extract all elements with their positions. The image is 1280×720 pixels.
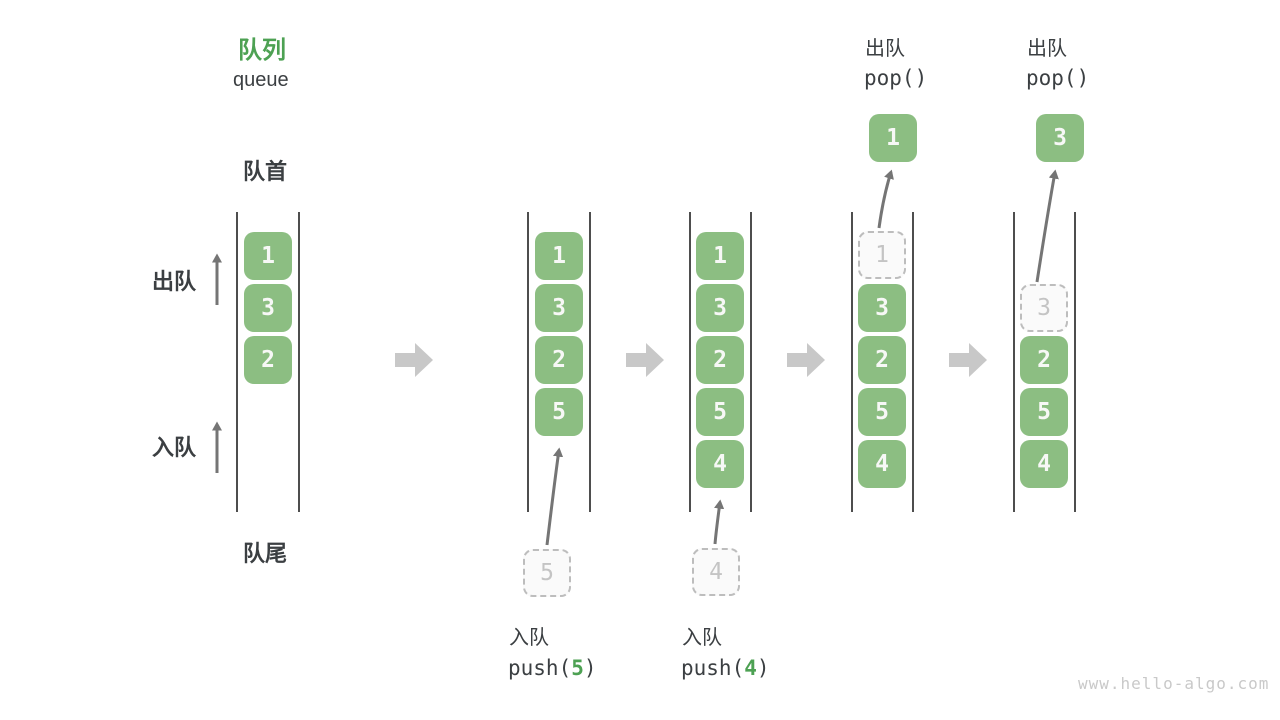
ghost-cell: 1 <box>858 231 906 279</box>
staging-cell: 5 <box>523 549 571 597</box>
queue-cell: 1 <box>696 232 744 280</box>
queue-cell: 3 <box>696 284 744 332</box>
queue-cell: 2 <box>535 336 583 384</box>
label-enqueue-op: 入队 <box>682 627 722 649</box>
code-pop-3: pop() <box>1026 66 1090 90</box>
queue-wall <box>689 212 691 512</box>
watermark: www.hello-algo.com <box>1078 674 1270 693</box>
code-push-arg: 4 <box>744 656 757 680</box>
label-enqueue-side: 入队 <box>152 435 197 460</box>
code-push-fn: push( <box>508 656 572 680</box>
queue-cell: 1 <box>535 232 583 280</box>
push-arrow-icon <box>545 447 564 546</box>
queue-cell: 5 <box>1020 388 1068 436</box>
queue-wall <box>851 212 853 512</box>
queue-cell: 3 <box>535 284 583 332</box>
label-dequeue-op: 出队 <box>1027 38 1067 60</box>
code-push-close: ) <box>756 656 770 680</box>
push-arrow-icon <box>713 499 725 545</box>
queue-cell: 5 <box>535 388 583 436</box>
ghost-cell: 3 <box>1020 284 1068 332</box>
label-dequeue-op: 出队 <box>865 38 905 60</box>
code-pop-1: pop() <box>864 66 928 90</box>
queue-wall <box>1013 212 1015 512</box>
queue-wall <box>236 212 238 512</box>
queue-cell: 2 <box>244 336 292 384</box>
code-push-arg: 5 <box>571 656 584 680</box>
label-enqueue-op: 入队 <box>509 627 549 649</box>
queue-cell: 1 <box>244 232 292 280</box>
code-push-close: ) <box>583 656 597 680</box>
queue-cell: 2 <box>696 336 744 384</box>
code-push-5: push(5) <box>508 656 597 680</box>
queue-cell: 4 <box>696 440 744 488</box>
queue-cell: 3 <box>244 284 292 332</box>
staging-cell: 4 <box>692 548 740 596</box>
queue-cell: 4 <box>1020 440 1068 488</box>
queue-wall <box>1074 212 1076 512</box>
queue-cell: 5 <box>696 388 744 436</box>
queue-wall <box>527 212 529 512</box>
queue-cell: 3 <box>858 284 906 332</box>
label-dequeue-side: 出队 <box>152 269 197 294</box>
queue-cell: 2 <box>858 336 906 384</box>
label-queue-rear: 队尾 <box>243 541 288 566</box>
pop-arrow-icon <box>877 169 894 229</box>
label-queue-front: 队首 <box>243 159 288 184</box>
popped-cell: 3 <box>1036 114 1084 162</box>
queue-wall <box>912 212 914 512</box>
queue-wall <box>589 212 591 512</box>
pop-arrow-icon <box>1035 169 1059 283</box>
queue-cell: 4 <box>858 440 906 488</box>
code-push-fn: push( <box>681 656 745 680</box>
queue-wall <box>750 212 752 512</box>
diagram-title-en: queue <box>233 69 289 91</box>
queue-wall <box>298 212 300 512</box>
popped-cell: 1 <box>869 114 917 162</box>
code-push-4: push(4) <box>681 656 770 680</box>
diagram-title-zh: 队列 <box>238 37 286 64</box>
queue-cell: 5 <box>858 388 906 436</box>
queue-cell: 2 <box>1020 336 1068 384</box>
